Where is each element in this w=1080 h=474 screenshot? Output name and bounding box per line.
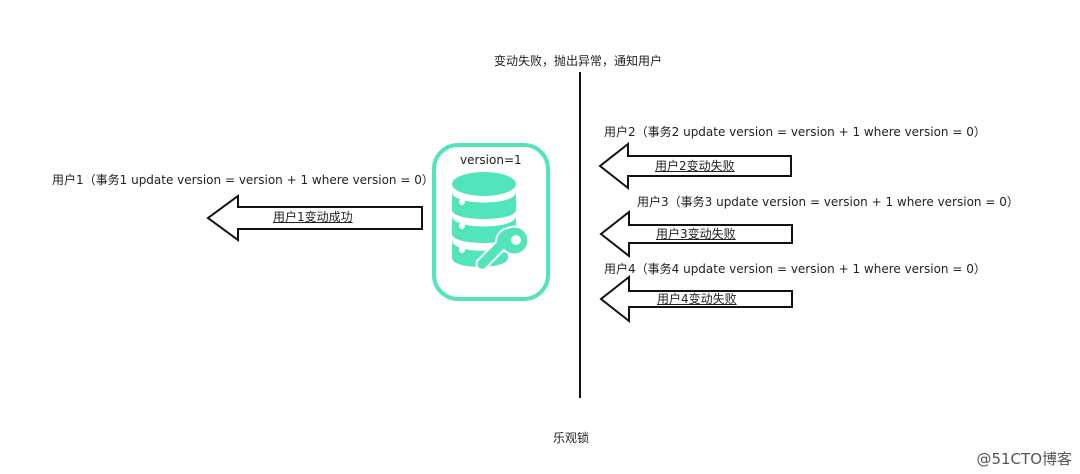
left-arrow-icon: [599, 209, 793, 259]
divider-line: [579, 72, 581, 398]
user3-result: 用户3变动失败: [656, 227, 736, 241]
left-arrow-icon: [598, 141, 792, 191]
user4-statement: 用户4（事务4 update version = version + 1 whe…: [604, 262, 986, 276]
user1-statement: 用户1（事务1 update version = version + 1 whe…: [52, 173, 434, 187]
user1-result: 用户1变动成功: [273, 210, 353, 224]
version-label: version=1: [460, 153, 522, 167]
database-wrench-icon: [452, 172, 530, 271]
left-arrow-icon: [599, 274, 793, 324]
top-caption: 变动失败，抛出异常，通知用户: [494, 54, 663, 68]
left-arrow-icon: [206, 194, 423, 242]
user3-statement: 用户3（事务3 update version = version + 1 whe…: [637, 195, 1019, 209]
database-frame: [432, 143, 550, 301]
footer-caption: 乐观锁: [553, 431, 590, 445]
user2-result: 用户2变动失败: [655, 159, 735, 173]
watermark: @51CTO博客: [976, 450, 1072, 468]
user2-statement: 用户2（事务2 update version = version + 1 whe…: [604, 125, 986, 139]
user4-result: 用户4变动失败: [657, 292, 737, 306]
